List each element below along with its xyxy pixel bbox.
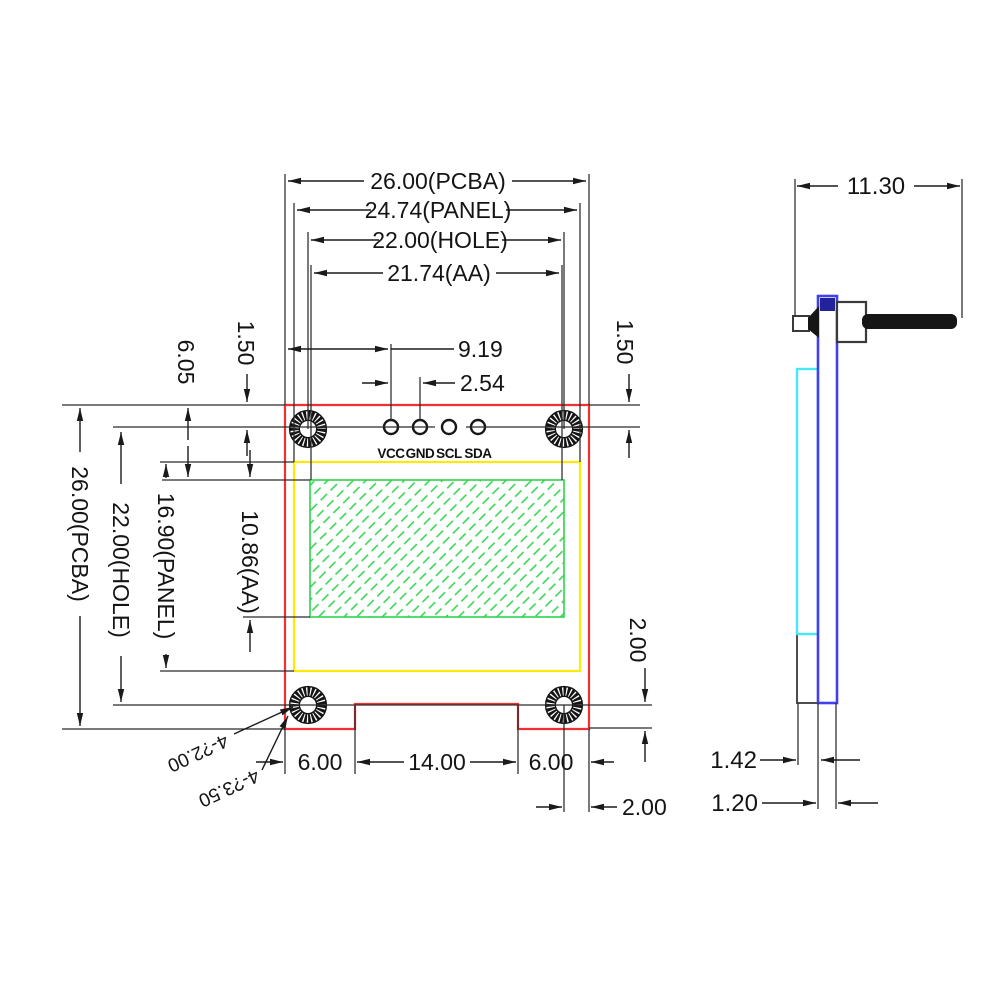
dim-edge-to-pin-right-label: 1.50 <box>612 320 638 365</box>
dim-pin-offset-label: 9.19 <box>458 336 503 362</box>
hole-callout-small-label: 4-?2.00 <box>164 729 231 775</box>
side-pin-wedge <box>808 306 819 338</box>
pin-label-vcc: VCC <box>377 446 405 461</box>
dim-edge-to-pin-left-label: 1.50 <box>233 321 259 366</box>
dim-hole-offset-horizontal-label: 2.00 <box>622 794 667 820</box>
side-pcb-top-cap <box>820 298 835 311</box>
dim-hole-offset-vertical-label: 2.00 <box>625 618 651 663</box>
hole-callout-leaders <box>233 706 294 771</box>
hole-callout-large-label: 4-?3.50 <box>195 764 262 810</box>
side-header-block <box>835 300 868 344</box>
dim-panel-width-label: 24.74(PANEL) <box>365 197 512 223</box>
pin-label-sda: SDA <box>464 446 492 461</box>
pin-scl <box>440 418 458 436</box>
side-pin-bar <box>862 314 957 329</box>
pin-label-gnd: GND <box>406 446 435 461</box>
dim-aa-width-label: 21.74(AA) <box>387 260 491 286</box>
active-area <box>309 479 565 618</box>
dim-pcba-height-label: 26.00(PCBA) <box>67 466 93 602</box>
side-extension-lines <box>794 179 963 809</box>
dim-panel-height-label: 16.90(PANEL) <box>153 493 179 640</box>
side-pin-solder-tip <box>792 315 810 332</box>
dim-panel-thickness-label: 1.42 <box>710 747 757 774</box>
pin-label-scl: SCL <box>436 446 462 461</box>
pcb-outline <box>283 403 591 731</box>
dim-side-width-label: 11.30 <box>847 173 905 200</box>
dimension-arrows <box>76 177 649 811</box>
side-view: 11.30 1.42 1.20 <box>710 173 963 817</box>
dim-pcb-thickness-label: 1.20 <box>711 790 758 817</box>
dim-hole-width-label: 22.00(HOLE) <box>372 227 508 253</box>
dim-pin-pitch-label: 2.54 <box>460 370 505 396</box>
dim-pcba-width-label: 26.00(PCBA) <box>370 168 506 194</box>
side-panel-glass <box>795 367 820 636</box>
side-panel-frame <box>796 633 819 704</box>
dim-bottom-left-label: 6.00 <box>298 749 343 775</box>
panel-outline <box>292 460 582 673</box>
dim-aa-height-label: 10.86(AA) <box>237 510 263 614</box>
side-pcb <box>816 294 839 705</box>
extension-lines <box>62 174 652 812</box>
dim-bottom-mid-label: 14.00 <box>408 749 466 775</box>
dim-edge-to-aa-label: 6.05 <box>173 340 199 385</box>
side-dimension-arrows <box>760 182 960 807</box>
front-view: 26.00(PCBA) 24.74(PANEL) 22.00(HOLE) 21.… <box>62 168 667 820</box>
dim-bottom-right-label: 6.00 <box>529 749 574 775</box>
dim-hole-height-label: 22.00(HOLE) <box>108 502 134 638</box>
